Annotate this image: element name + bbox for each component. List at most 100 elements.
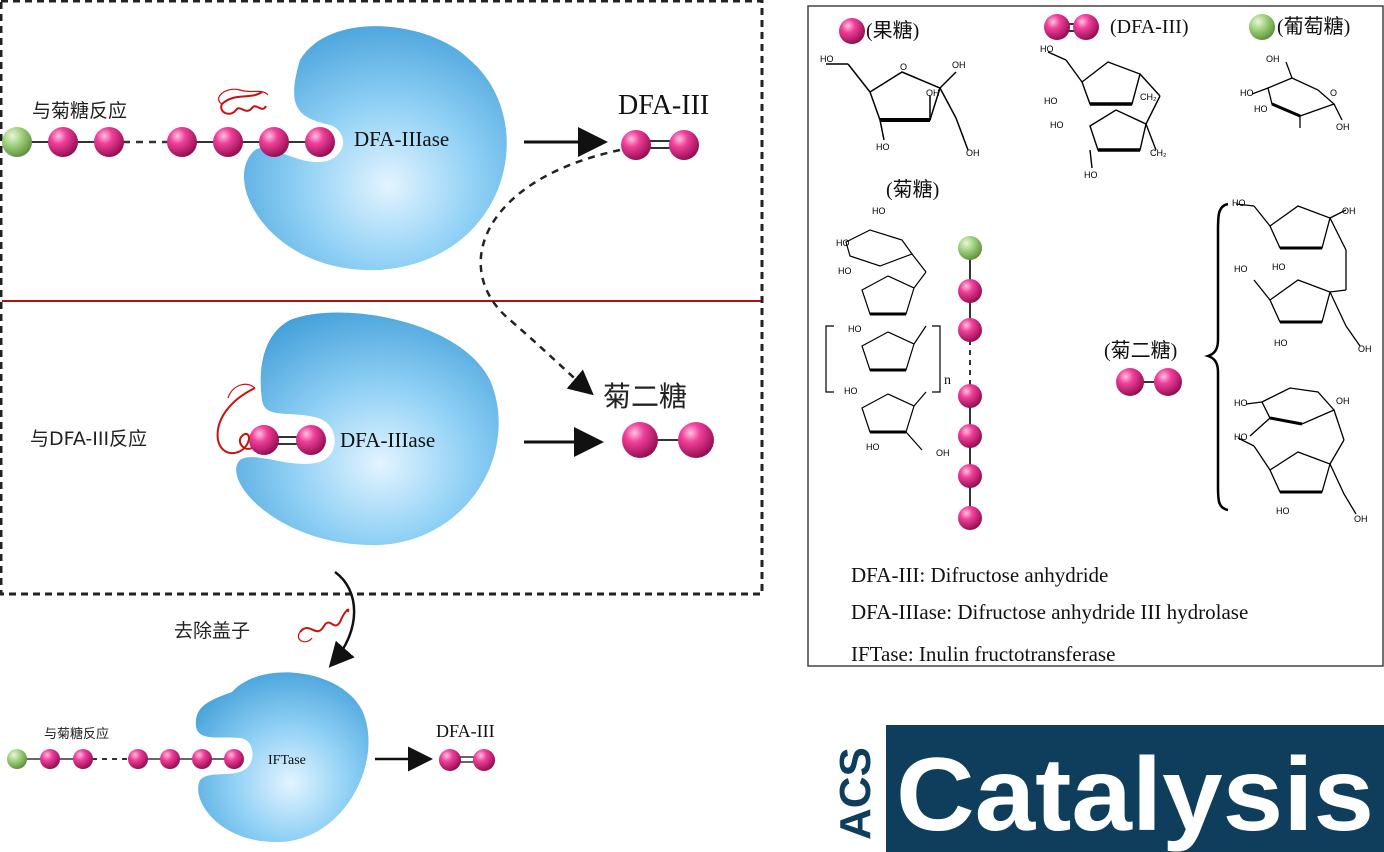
dfa3-unit [669, 130, 699, 160]
inulin-fructose-bead [958, 464, 982, 488]
logo-acs-text: ACS [831, 747, 880, 840]
svg-text:HO: HO [848, 324, 862, 334]
definition-iftase: IFTase: Inulin fructotransferase [851, 642, 1115, 666]
product-label-bottom: DFA-III [436, 721, 495, 741]
svg-text:HO: HO [1084, 170, 1098, 180]
enzyme-label-middle: DFA-IIIase [340, 428, 435, 452]
enzyme-dfa3ase-middle [236, 312, 499, 546]
svg-text:HO: HO [1232, 198, 1246, 208]
svg-text:OH: OH [1336, 122, 1350, 132]
middle-reaction-label: 与DFA-III反应 [30, 428, 147, 450]
fructose-structure [826, 63, 969, 151]
svg-text:CH₂: CH₂ [1140, 92, 1157, 102]
legend-dfa3-icon [1073, 14, 1099, 40]
fructose-unit [259, 127, 289, 157]
journal-logo-background [809, 725, 1384, 852]
logo-catalysis-text: Catalysis [896, 737, 1374, 852]
inulobiose-unit [678, 422, 714, 458]
svg-text:OH: OH [952, 60, 966, 70]
svg-text:HO: HO [820, 54, 834, 64]
svg-text:OH: OH [1354, 514, 1368, 524]
svg-text:HO: HO [1240, 88, 1254, 98]
fructose-unit [160, 749, 180, 769]
definition-dfa3: DFA-III: Difructose anhydride [851, 563, 1108, 587]
fructose-unit [167, 127, 197, 157]
svg-text:OH: OH [926, 88, 940, 98]
product-label-middle: 菊二糖 [603, 380, 687, 413]
legend-fructose-icon [839, 18, 865, 44]
svg-text:OH: OH [1342, 206, 1356, 216]
legend-fructose-label: (果糖) [866, 19, 919, 42]
fructose-unit [73, 749, 93, 769]
svg-text:HO: HO [1276, 506, 1290, 516]
fructose-unit [40, 749, 60, 769]
product-label-top: DFA-III [618, 90, 709, 121]
legend-dfa3-icon [1044, 14, 1070, 40]
removed-lid-loop [297, 631, 313, 643]
logo-acs-panel [809, 725, 886, 852]
legend-inulobiose-label: (菊二糖) [1104, 339, 1177, 362]
remove-lid-label: 去除盖子 [174, 620, 250, 642]
svg-text:O: O [1330, 88, 1337, 98]
dfa3-structure [1047, 51, 1161, 169]
legend-glucose-label: (葡萄糖) [1277, 15, 1350, 38]
top-reaction-label: 与菊糖反应 [32, 100, 127, 122]
dfa3-unit [296, 425, 326, 455]
inulobiose-unit [622, 422, 658, 458]
fructose-unit [213, 127, 243, 157]
inulin-fructose-bead [958, 279, 982, 303]
svg-text:OH: OH [1358, 344, 1372, 354]
svg-text:OH: OH [936, 448, 950, 458]
definition-dfa3ase: DFA-IIIase: Difructose anhydride III hyd… [851, 600, 1248, 624]
svg-text:HO: HO [1274, 338, 1288, 348]
svg-text:HO: HO [1254, 104, 1268, 114]
fructose-unit [94, 127, 124, 157]
repeat-n-label: n [944, 373, 951, 388]
svg-text:HO: HO [1040, 44, 1054, 54]
enzyme-lid-loop [227, 383, 256, 399]
inulobiose-structure-2 [1237, 387, 1357, 515]
svg-text:CH₂: CH₂ [1150, 148, 1167, 158]
enzyme-label-top: DFA-IIIase [354, 127, 449, 151]
enzyme-lid-loop [218, 88, 269, 105]
svg-text:HO: HO [844, 386, 858, 396]
glucose-structure [1251, 61, 1343, 128]
svg-text:HO: HO [836, 238, 850, 248]
glucose-unit [2, 127, 32, 157]
dfa3-unit [473, 749, 495, 771]
inulin-fructose-bead [958, 424, 982, 448]
bottom-reaction-label: 与菊糖反应 [44, 726, 109, 742]
fructose-unit [128, 749, 148, 769]
enzyme-dfa3ase-top [243, 26, 507, 271]
inulobiose-structure-1 [1235, 203, 1361, 347]
inulobiose-bead [1154, 368, 1182, 396]
svg-text:HO: HO [1234, 432, 1248, 442]
legend-glucose-icon [1249, 14, 1275, 40]
dfa3-unit [439, 749, 461, 771]
inulobiose-bead [1116, 368, 1144, 396]
enzyme-iftase [195, 672, 369, 843]
svg-text:HO: HO [1234, 264, 1248, 274]
svg-text:HO: HO [866, 442, 880, 452]
svg-text:HO: HO [1050, 120, 1064, 130]
dfa3-unit [621, 130, 651, 160]
svg-text:OH: OH [966, 148, 980, 158]
enzyme-lid-helix [220, 91, 267, 115]
fructose-unit [224, 749, 244, 769]
legend-box [807, 5, 1384, 667]
legend-inulin-label: (菊糖) [886, 178, 939, 201]
curly-brace [1204, 202, 1229, 512]
fructose-unit [48, 127, 78, 157]
svg-text:O: O [900, 62, 907, 72]
legend-dfa3-label: (DFA-III) [1110, 16, 1189, 38]
enzyme-label-iftase: IFTase [268, 753, 306, 768]
svg-text:OH: OH [1266, 54, 1280, 64]
svg-text:HO: HO [876, 142, 890, 152]
fructose-unit [305, 127, 335, 157]
fructose-unit [192, 749, 212, 769]
dashed-frame [0, 0, 764, 596]
svg-text:HO: HO [1044, 96, 1058, 106]
svg-text:HO: HO [1234, 398, 1248, 408]
